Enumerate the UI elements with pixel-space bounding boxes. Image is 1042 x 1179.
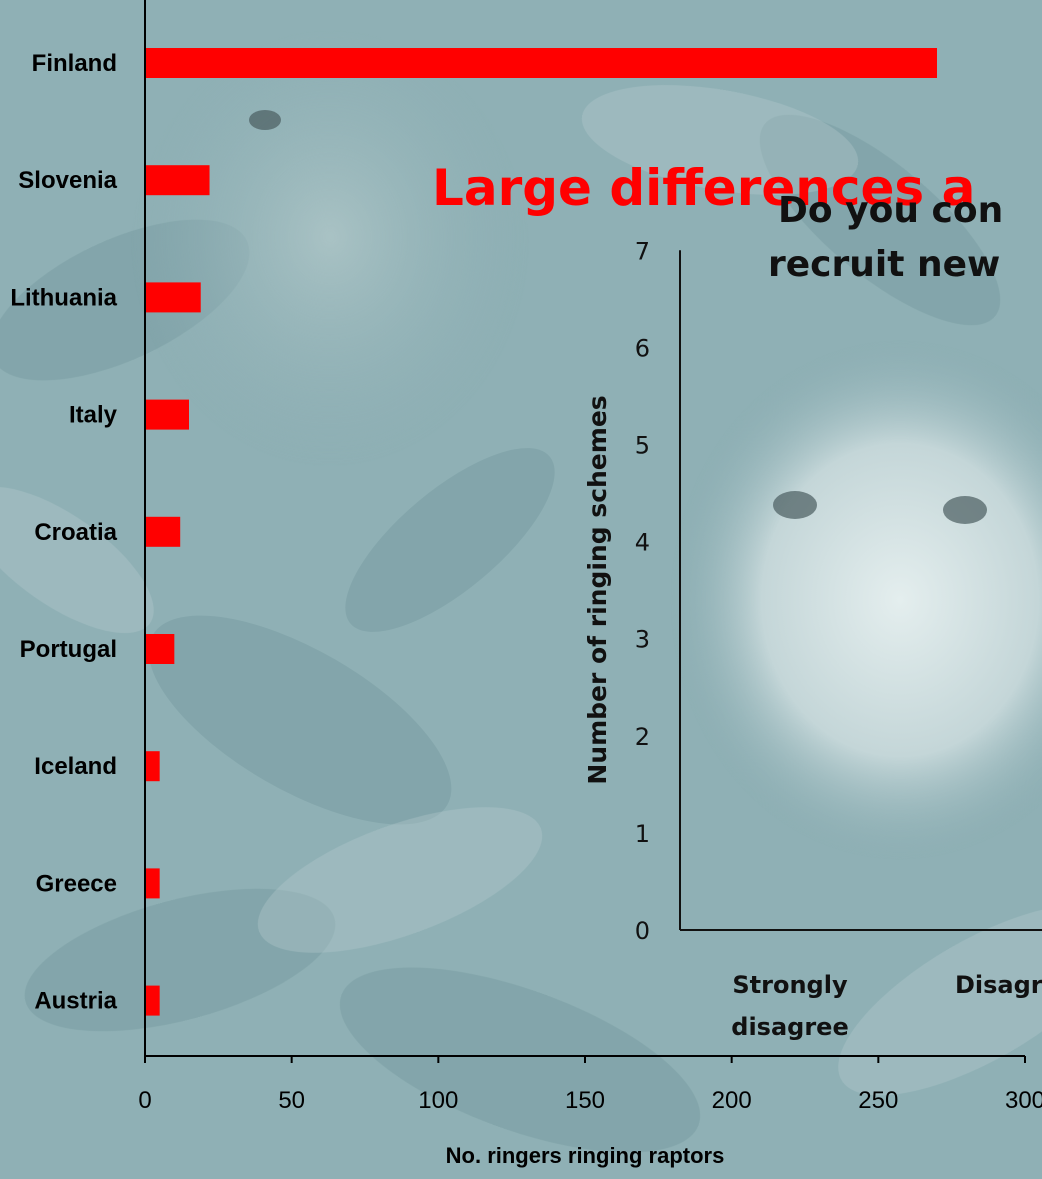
category-label-italy: Italy — [69, 402, 118, 429]
x2-category-label-disagr-0: Disagr — [955, 971, 1042, 999]
y2-tick-label-1: 1 — [635, 820, 650, 848]
bar-finland — [145, 48, 937, 78]
overlay-titles: Large differences a Do you con recruit n… — [432, 159, 1003, 285]
bar-portugal — [145, 634, 175, 664]
bar-croatia — [145, 516, 181, 547]
y2-tick-label-7: 7 — [635, 237, 650, 265]
x-axis-title: No. ringers ringing raptors — [446, 1143, 725, 1168]
red-slide-title: Large differences a — [432, 159, 975, 217]
x-tick-label-300: 300 — [1005, 1087, 1042, 1114]
x-tick-label-0: 0 — [138, 1087, 151, 1114]
category-label-slovenia: Slovenia — [18, 167, 117, 194]
bar-austria — [145, 985, 160, 1016]
category-label-iceland: Iceland — [34, 753, 117, 780]
x-tick-label-250: 250 — [858, 1087, 898, 1114]
bar-slovenia — [145, 165, 210, 196]
bar-greece — [145, 868, 160, 899]
y2-tick-label-0: 0 — [635, 917, 650, 945]
x-tick-label-50: 50 — [278, 1087, 305, 1114]
x-tick-label-200: 200 — [712, 1087, 752, 1114]
question-title-line2: recruit new — [768, 244, 1000, 285]
y2-axis-title: Number of ringing schemes — [583, 395, 612, 784]
x2-category-label-strongly-disagree-1: disagree — [731, 1013, 848, 1041]
y2-tick-label-3: 3 — [635, 626, 650, 654]
category-label-lithuania: Lithuania — [10, 284, 117, 311]
bar-italy — [145, 399, 189, 430]
category-label-finland: Finland — [32, 50, 117, 77]
bar-iceland — [145, 751, 160, 782]
y2-tick-label-2: 2 — [635, 723, 650, 751]
y2-tick-label-5: 5 — [635, 432, 650, 460]
x-tick-label-150: 150 — [565, 1087, 605, 1114]
category-label-portugal: Portugal — [20, 636, 117, 663]
x2-category-label-strongly-disagree-0: Strongly — [732, 971, 848, 999]
x-tick-label-100: 100 — [418, 1087, 458, 1114]
category-label-croatia: Croatia — [34, 519, 117, 546]
y2-tick-label-4: 4 — [635, 529, 650, 557]
y2-tick-label-6: 6 — [635, 334, 650, 362]
category-label-austria: Austria — [34, 988, 117, 1015]
category-label-greece: Greece — [36, 870, 117, 897]
bar-lithuania — [145, 282, 201, 313]
question-title-line1: Do you con — [778, 190, 1003, 231]
ringers-bar-chart: FinlandSloveniaLithuaniaItalyCroatiaPort… — [10, 0, 1042, 1168]
